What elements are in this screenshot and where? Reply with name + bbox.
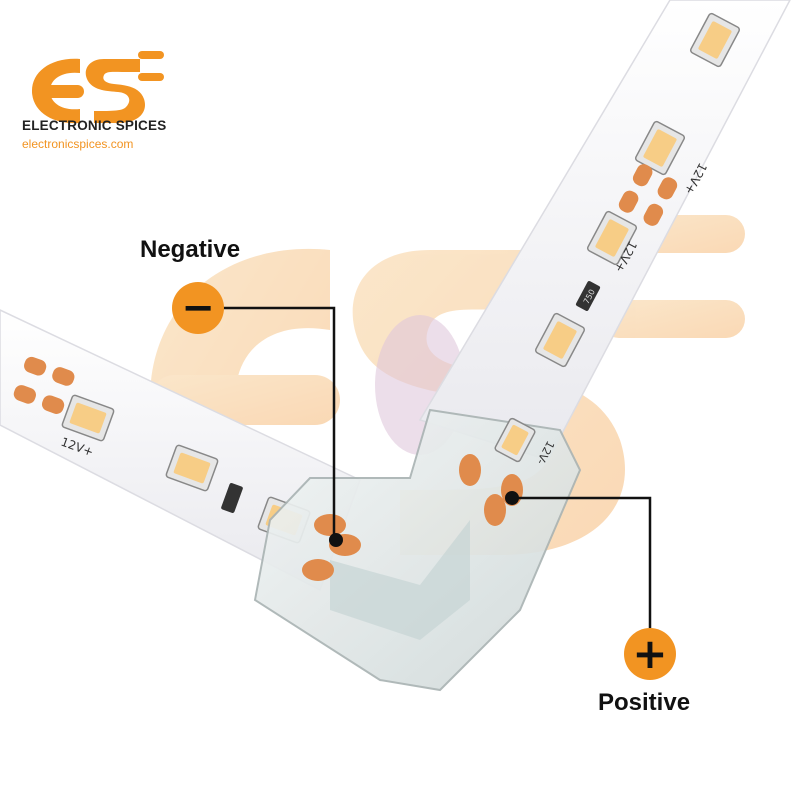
minus-icon: − bbox=[181, 285, 215, 331]
negative-terminal-dot bbox=[329, 533, 343, 547]
positive-terminal-dot bbox=[505, 491, 519, 505]
negative-badge-circle bbox=[172, 282, 224, 334]
brand-logo bbox=[32, 51, 164, 124]
plus-icon: + bbox=[632, 629, 668, 678]
negative-leader-line bbox=[222, 306, 336, 540]
led-strip-vertical: 750 12V+ 12V+ bbox=[418, 0, 791, 461]
brand-url: electronicspices.com bbox=[22, 137, 134, 151]
brand-name: ELECTRONIC SPICES bbox=[22, 118, 167, 133]
positive-leader-line bbox=[512, 496, 652, 628]
positive-badge-circle bbox=[624, 628, 676, 680]
leader-lines bbox=[222, 306, 652, 628]
positive-label: Positive bbox=[598, 689, 691, 716]
negative-label: Negative bbox=[140, 236, 241, 263]
l-connector-clip: 12V- bbox=[253, 408, 582, 692]
